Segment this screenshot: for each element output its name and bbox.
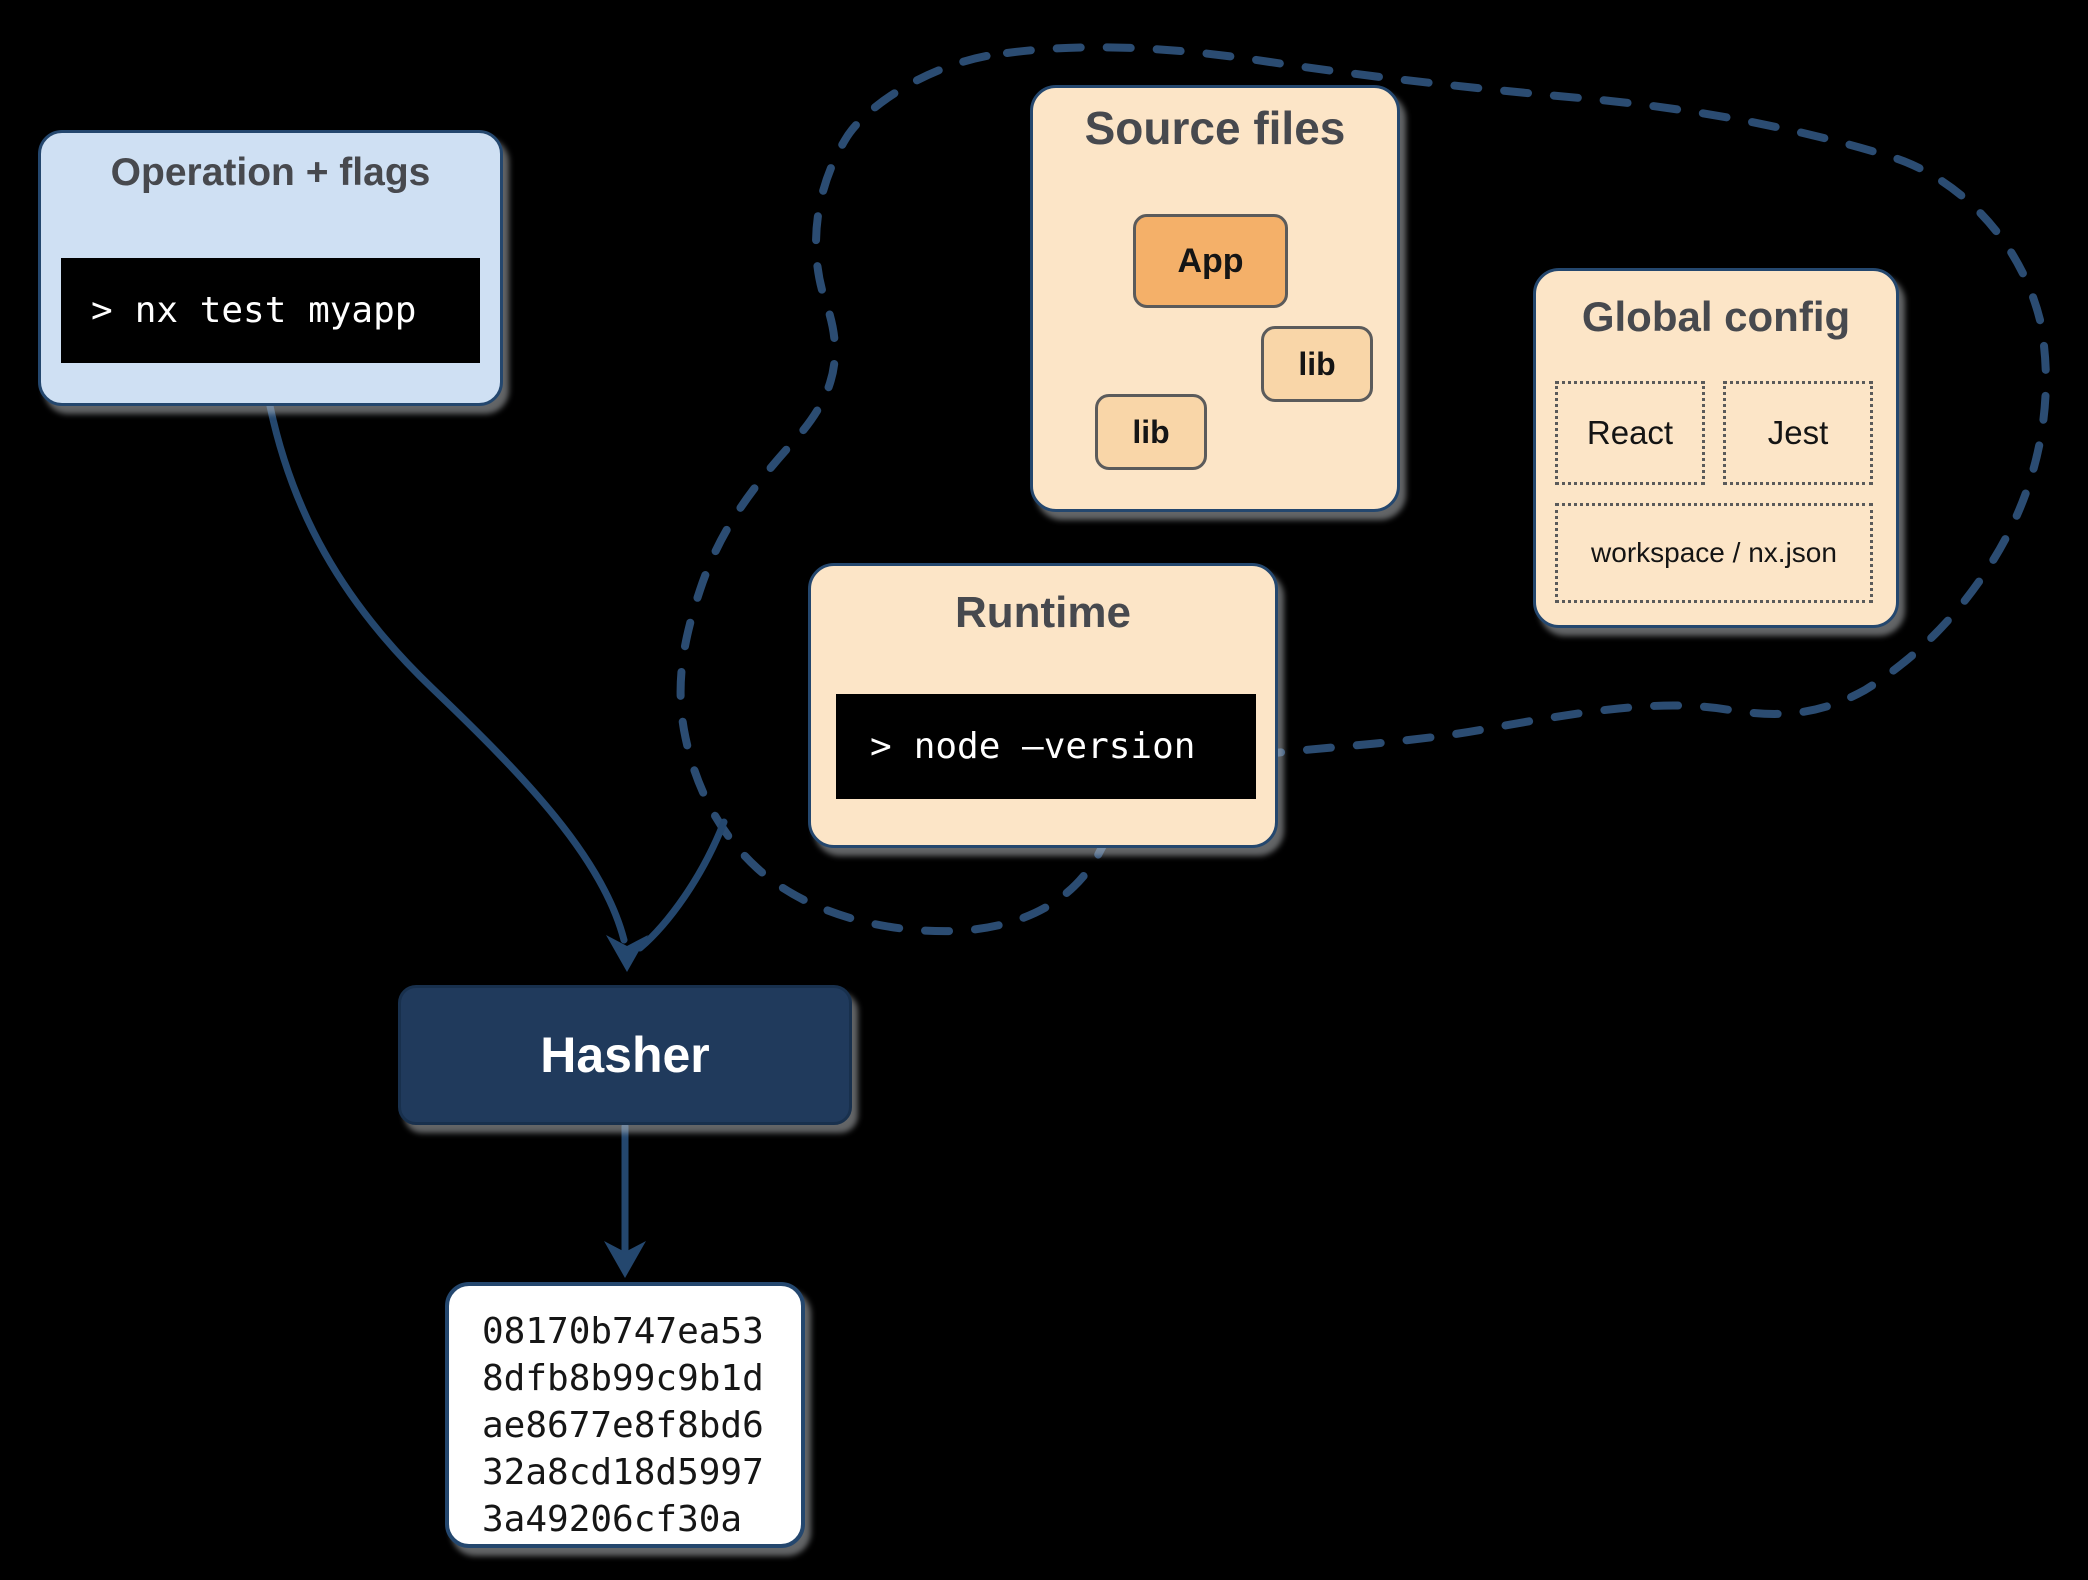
config-workspace-label: workspace / nx.json <box>1591 537 1837 568</box>
app-node-label: App <box>1177 241 1244 280</box>
operation-terminal: > nx test myapp <box>61 258 480 363</box>
source-files-title: Source files <box>1084 102 1346 154</box>
arrow-cloud-to-hasher <box>636 818 728 952</box>
terminal-prompt: > <box>870 726 892 767</box>
config-jest-label: Jest <box>1767 414 1829 451</box>
operation-flags-box: Operation + flags > nx test myapp <box>38 130 503 406</box>
hash-output-text: 08170b747ea53 8dfb8b99c9b1d ae8677e8f8bd… <box>482 1311 764 1540</box>
runtime-terminal: > node –version <box>836 694 1256 799</box>
arrow-operation-to-hasher <box>266 402 628 944</box>
hasher-label: Hasher <box>540 1027 710 1083</box>
runtime-command: node –version <box>913 726 1196 767</box>
hasher-box: Hasher <box>398 985 852 1125</box>
lib-node-bottom-label: lib <box>1132 413 1170 450</box>
config-react-label: React <box>1586 414 1674 451</box>
config-cell-react: React <box>1555 381 1705 485</box>
terminal-prompt: > <box>91 290 113 331</box>
lib-node-right-label: lib <box>1298 345 1336 382</box>
lib-node-bottom: lib <box>1095 394 1207 470</box>
app-node: App <box>1133 214 1288 308</box>
config-cell-workspace: workspace / nx.json <box>1555 503 1873 603</box>
operation-command: nx test myapp <box>134 290 417 331</box>
lib-node-right: lib <box>1261 326 1373 402</box>
runtime-title: Runtime <box>955 588 1131 637</box>
operation-flags-title: Operation + flags <box>110 151 431 194</box>
arrowhead-into-hasher <box>606 935 648 972</box>
global-config-title: Global config <box>1581 293 1851 340</box>
arrowhead-into-hash <box>604 1241 646 1278</box>
runtime-box: Runtime > node –version <box>808 563 1278 848</box>
hash-output-box: 08170b747ea53 8dfb8b99c9b1d ae8677e8f8bd… <box>445 1282 805 1548</box>
config-cell-jest: Jest <box>1723 381 1873 485</box>
global-config-box: Global config React Jest workspace / nx.… <box>1533 268 1899 628</box>
source-files-box: Source files App lib lib <box>1030 85 1400 512</box>
